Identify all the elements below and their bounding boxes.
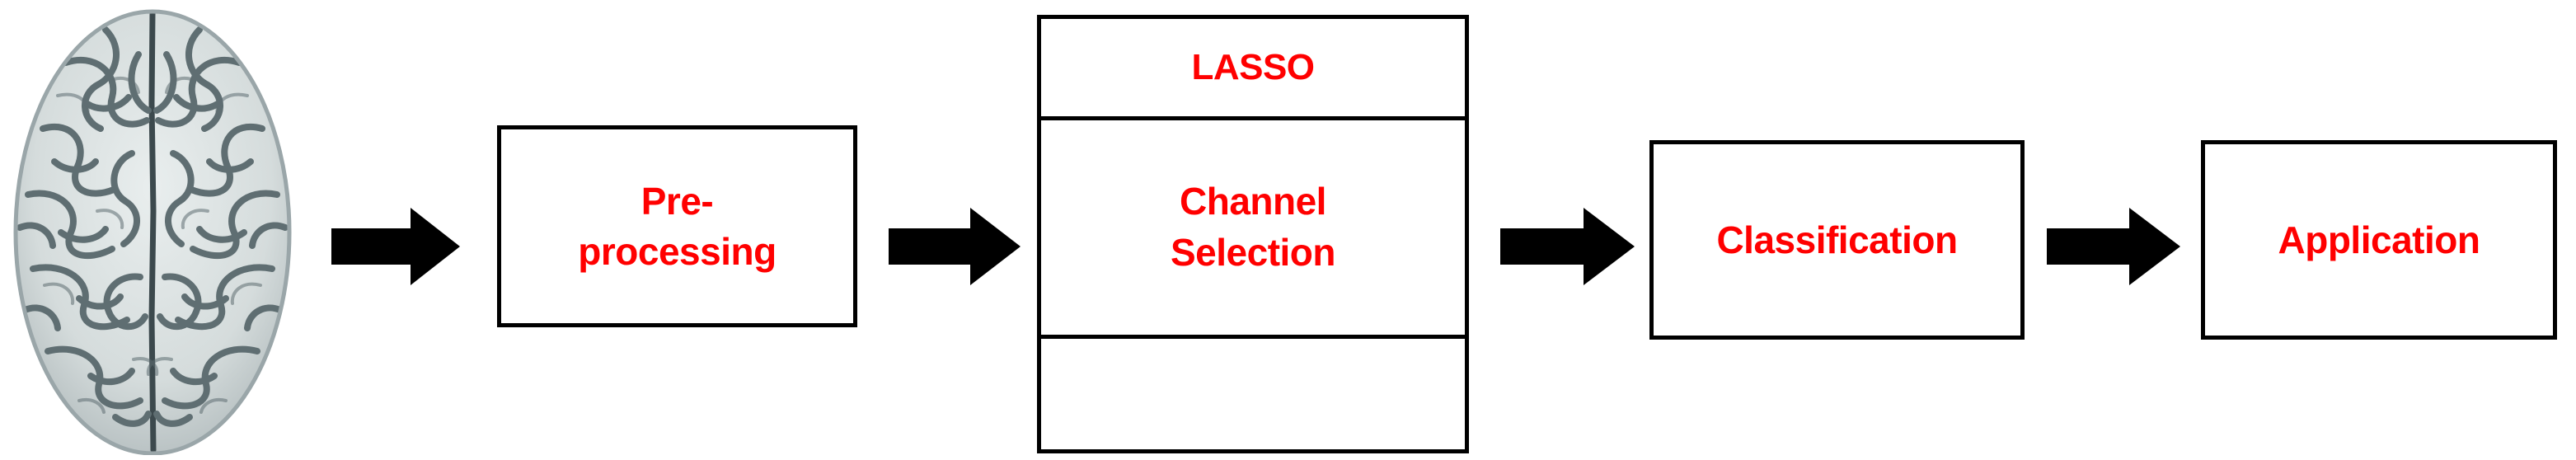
brain-top-view-image <box>8 5 297 455</box>
lasso-table-row-lasso[interactable]: LASSO <box>1041 19 1465 120</box>
stage-box-classification[interactable]: Classification <box>1649 140 2025 340</box>
stage-box-lasso-table[interactable]: LASSO Channel Selection <box>1037 15 1469 453</box>
stage-label-classification: Classification <box>1716 218 1958 261</box>
lasso-table-row-channel-selection[interactable]: Channel Selection <box>1041 120 1465 339</box>
stage-box-application[interactable]: Application <box>2201 140 2557 340</box>
arrow-preprocessing-to-lasso <box>889 206 1021 287</box>
stage-label-lasso: LASSO <box>1191 46 1315 87</box>
stage-label-preprocessing: Pre- processing <box>578 179 777 273</box>
stage-label-application: Application <box>2278 218 2480 261</box>
arrow-classification-to-application <box>2047 206 2180 287</box>
lasso-table-row-empty[interactable] <box>1041 339 1465 449</box>
arrow-lasso-to-classification <box>1500 206 1635 287</box>
stage-box-preprocessing[interactable]: Pre- processing <box>497 125 857 327</box>
arrow-brain-to-preprocessing <box>331 206 460 287</box>
stage-label-channel-selection: Channel Selection <box>1170 180 1336 274</box>
